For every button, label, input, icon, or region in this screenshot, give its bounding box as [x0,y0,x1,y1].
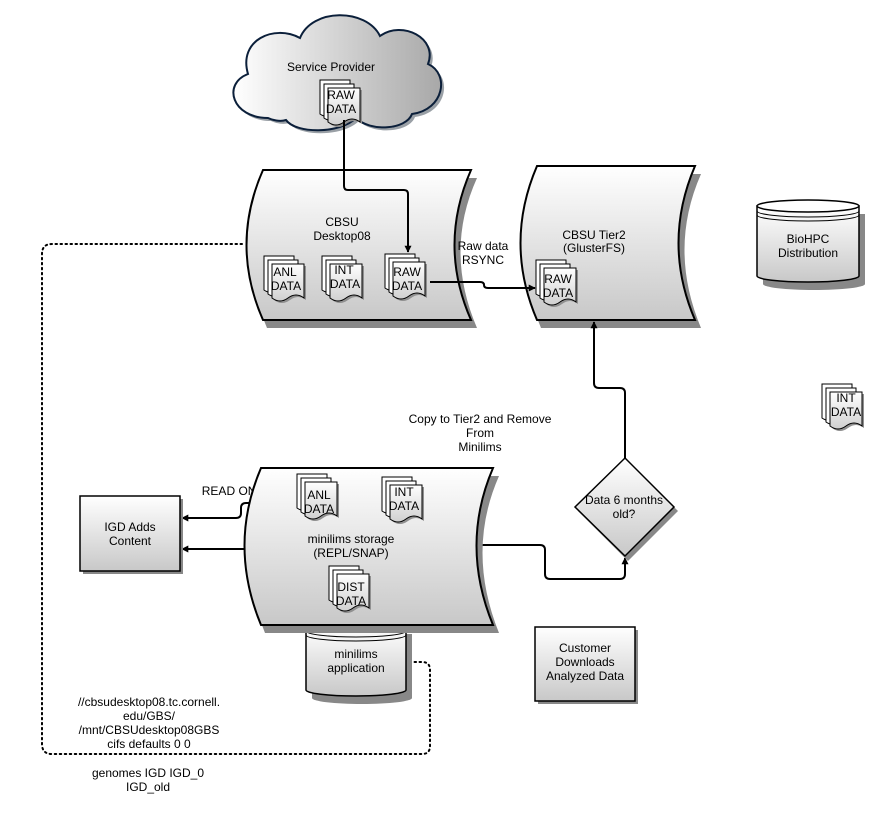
rsync-label-2: RSYNC [462,253,504,267]
desktop-raw-label-2: DATA [392,279,422,293]
genomes-text-1: genomes IGD IGD_0 [92,766,204,780]
igd-label-2: Content [109,534,152,548]
desktop-int-label-1: INT [334,263,354,277]
cloud-title: Service Provider [287,60,375,74]
customer-label-1: Customer [559,641,611,655]
mount-text-3: /mnt/CBSUdesktop08GBS [79,723,220,737]
mount-text-4: cifs defaults 0 0 [107,737,191,751]
tier2-raw-label-1: RAW [544,272,572,286]
decision-label-1: Data 6 months [585,493,663,507]
storage-title-1: minilims storage [308,532,395,546]
arrow-rsync-to-tier2 [430,281,536,292]
cbsu-desktop08-storage [245,169,477,328]
storage-title-2: (REPL/SNAP) [313,546,388,560]
storage-dist-data-icon: DIST DATA [328,565,372,614]
igd-label-1: IGD Adds [104,520,155,534]
storage-int-data-icon: INT DATA [381,476,425,525]
mount-text-1: //cbsudesktop08.tc.cornell. [78,695,220,709]
desktop-raw-data-icon: RAW DATA [384,253,428,302]
biohpc-label-1: BioHPC [787,232,830,246]
arrow-read-only-to-igd [181,502,298,522]
right-int-label-1: INT [836,391,856,405]
genomes-text-2: IGD_old [126,780,170,794]
copy-note-2: From [466,426,494,440]
copy-note-3: Minilims [458,440,501,454]
storage-int-label-1: INT [394,485,414,499]
app-label-1: minilims [334,647,377,661]
right-int-label-2: DATA [831,405,861,419]
data-age-decision [573,456,678,561]
cloud-raw-data-icon: RAW DATA [319,79,363,128]
desktop-title-2: Desktop08 [313,229,371,243]
desktop-title-1: CBSU [325,215,358,229]
desktop-anl-label-1: ANL [273,265,297,279]
mount-text-2: edu/GBS/ [123,709,176,723]
arrow-provider-to-desktop [343,120,412,253]
desktop-int-label-2: DATA [330,277,360,291]
app-label-2: application [327,661,384,675]
igd-adds-content-box [79,495,183,574]
standalone-int-data-icon: INT DATA [821,383,865,432]
storage-anl-label-1: ANL [307,488,331,502]
rsync-label-1: Raw data [458,239,509,253]
tier2-title-2: (GlusterFS) [563,241,625,255]
arrow-decision-to-tier2 [590,321,626,458]
mount-dotted-connector [41,243,431,755]
customer-downloads-box [534,626,638,704]
cloud-doc-label-2: DATA [326,102,356,116]
copy-note-1: Copy to Tier2 and Remove [409,412,552,426]
desktop-anl-label-2: DATA [271,279,301,293]
desktop-anl-data-icon: ANL DATA [263,255,307,304]
arrow-storage-to-decision [464,544,629,580]
storage-dist-label-2: DATA [336,594,366,608]
decision-label-2: old? [613,507,636,521]
tier2-raw-data-icon: RAW DATA [535,259,579,308]
tier2-title-1: CBSU Tier2 [562,228,626,242]
tier2-raw-label-2: DATA [543,286,573,300]
minilims-application-database [305,625,412,704]
service-provider-cloud [232,14,445,134]
biohpc-label-2: Distribution [778,246,838,260]
storage-int-label-2: DATA [389,499,419,513]
customer-label-2: Downloads [555,655,614,669]
customer-label-3: Analyzed Data [546,669,624,683]
storage-anl-data-icon: ANL DATA [296,473,340,522]
storage-anl-label-2: DATA [304,502,334,516]
desktop-raw-label-1: RAW [393,265,421,279]
biohpc-distribution-database [756,199,865,290]
desktop-int-data-icon: INT DATA [321,255,365,304]
cloud-doc-label-1: RAW [327,88,355,102]
storage-dist-label-1: DIST [337,580,365,594]
